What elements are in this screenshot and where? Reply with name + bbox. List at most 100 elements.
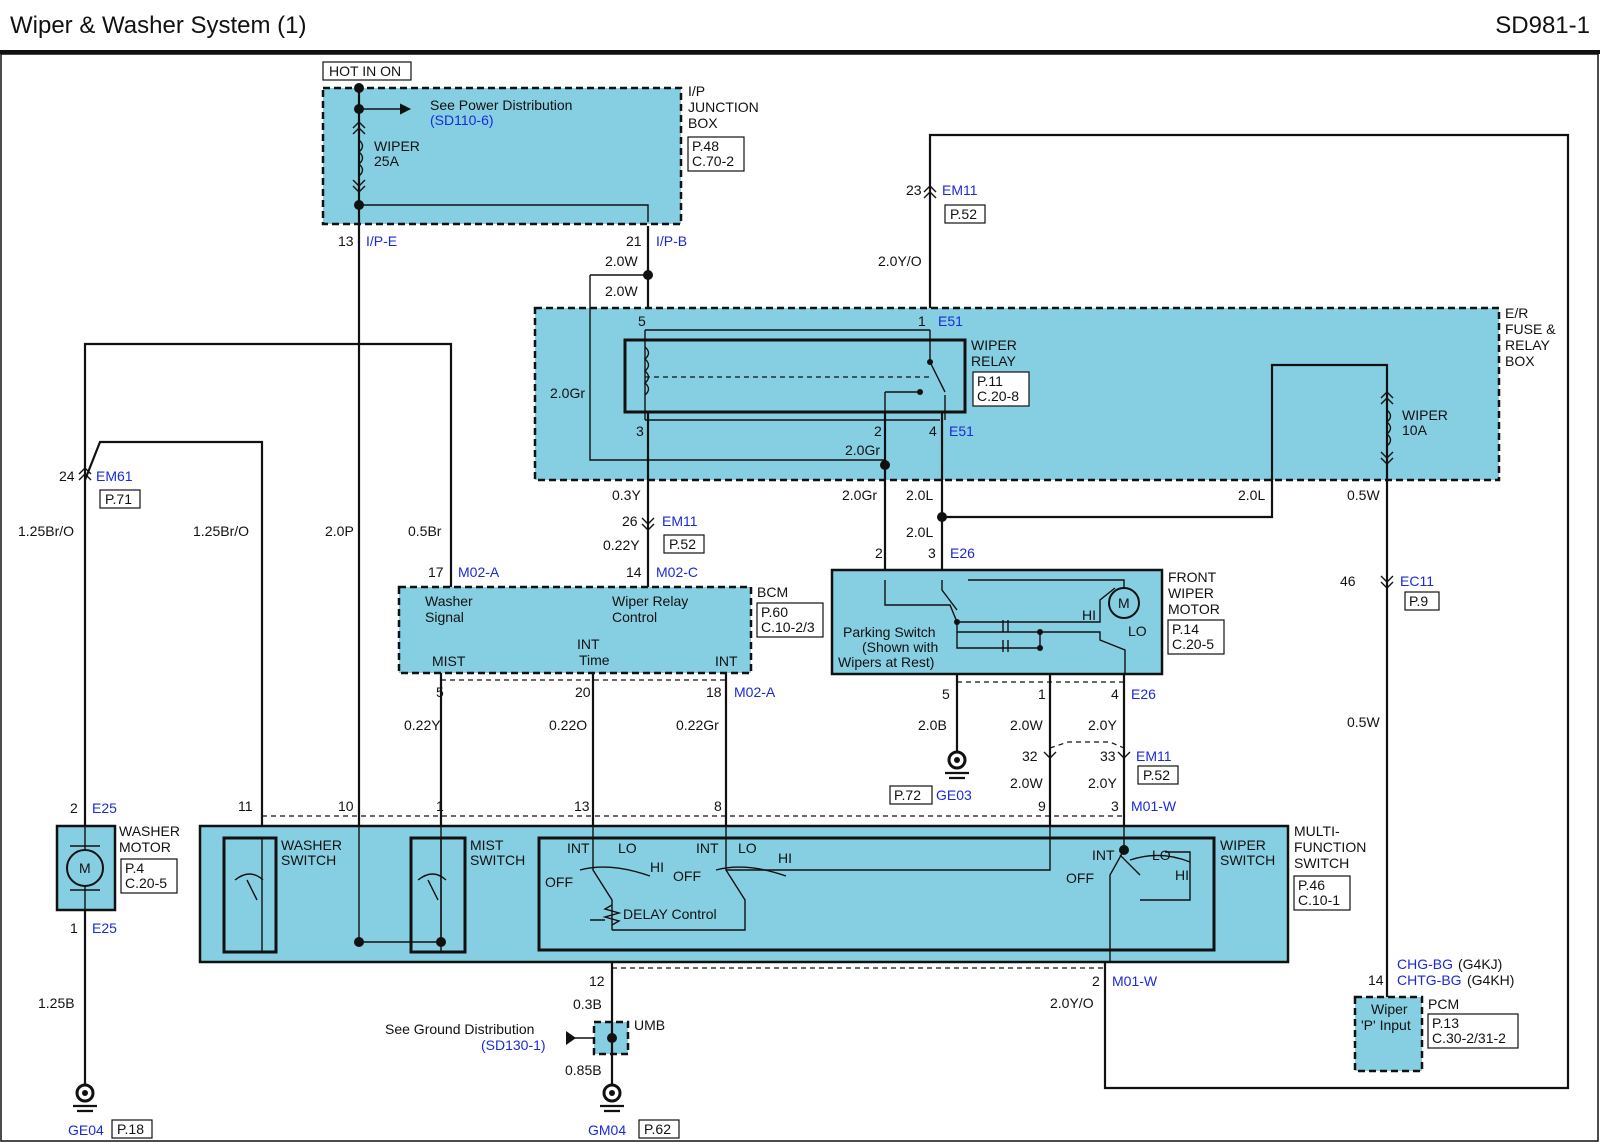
- wire-125bro-b: [83, 440, 264, 826]
- ipjb-bus-wire: [359, 204, 649, 222]
- ipjb-name-1: I/P: [688, 83, 705, 99]
- mist-switch-contact: [417, 838, 447, 952]
- mfs-name-1: MULTI-: [1294, 823, 1340, 839]
- delay-resistor-icon: [590, 904, 622, 926]
- mfs-pin-13: 13: [574, 798, 590, 814]
- motor-lo-label: LO: [1128, 623, 1147, 639]
- hi-label-c: HI: [1175, 867, 1189, 883]
- bcm-pin-18: 18: [706, 684, 722, 700]
- relay-name-1: WIPER: [971, 337, 1017, 353]
- relay-pin-1: 1: [918, 313, 926, 329]
- page-border: [0, 53, 1599, 1142]
- ground-gm04-icon: [600, 1083, 624, 1113]
- off-label-a: OFF: [545, 874, 573, 890]
- bcm-washer-signal-1: Washer: [425, 593, 473, 609]
- motor-pin-1: 1: [1038, 686, 1046, 702]
- wire-label-03y: 0.3Y: [612, 487, 641, 503]
- wire-label-05w-a: 0.5W: [1347, 487, 1380, 503]
- pcm-conn-b-variant: (G4KH): [1467, 972, 1514, 988]
- relay-coil-bus: [644, 329, 940, 421]
- pcm-ref-2: C.30-2/31-2: [1432, 1030, 1506, 1046]
- motor-pin-3: 3: [928, 545, 936, 561]
- motor-pin-2: 2: [875, 545, 883, 561]
- relay-pin-2: 2: [874, 423, 882, 439]
- bcm-ref-1: P.60: [761, 604, 788, 620]
- wiper-switch-name-1: WIPER: [1220, 837, 1266, 853]
- wire-05br: [83, 342, 453, 826]
- ge03-ref: P.72: [894, 787, 921, 803]
- bcm-mist-label: MIST: [432, 653, 466, 669]
- mfs-conn-m01w-bottom: M01-W: [1112, 973, 1158, 989]
- wire-label-03b: 0.3B: [573, 996, 602, 1012]
- fuse-10a-rating: 10A: [1402, 422, 1428, 438]
- connector-em11-low-icon: [1043, 751, 1131, 759]
- connector-em11-top-icon: [923, 185, 937, 199]
- wire-label-20p: 2.0P: [325, 523, 354, 539]
- er-box-name-2: FUSE &: [1505, 321, 1556, 337]
- washer-pin-2: 2: [70, 800, 78, 816]
- wire-20gr-left: [589, 274, 885, 461]
- wire-label-20yo-low: 2.0Y/O: [1050, 995, 1094, 1011]
- fuse-25a-terminals: [352, 121, 366, 193]
- mist-switch-name-2: SWITCH: [470, 852, 525, 868]
- wire-label-05w-b: 0.5W: [1347, 714, 1380, 730]
- bcm-box: [397, 585, 753, 675]
- ipjb-conn-ipb: I/P-B: [656, 233, 687, 249]
- wire-label-20w-c: 2.0W: [1010, 717, 1043, 733]
- em61-ref: P.71: [105, 491, 132, 507]
- bcm-conn-m02c: M02-C: [656, 564, 698, 580]
- mfs-ref-1: P.46: [1298, 877, 1325, 893]
- em61-conn: EM61: [96, 468, 133, 484]
- bcm-washer-signal-2: Signal: [425, 609, 464, 625]
- bcm-conn-m02a-top: M02-A: [458, 564, 500, 580]
- em11-low-ref: P.52: [1143, 767, 1170, 783]
- wire-label-022y-em: 0.22Y: [603, 537, 640, 553]
- wire-20yo-loop: [928, 133, 1570, 1090]
- washer-motor-ref-2: C.20-5: [125, 875, 167, 891]
- em11-low-conn: EM11: [1136, 748, 1172, 764]
- wire-label-20gr-mid: 2.0Gr: [845, 442, 880, 458]
- ipjb-ref-2: C.70-2: [692, 153, 734, 169]
- wire-label-022y: 0.22Y: [404, 717, 441, 733]
- delay-control-label: DELAY Control: [623, 906, 717, 922]
- em11-top-pin: 23: [906, 182, 922, 198]
- em11-low-pin-33: 33: [1100, 748, 1116, 764]
- relay-coil-icon: [643, 346, 650, 396]
- gm04-name: GM04: [588, 1122, 626, 1138]
- lo-label-c: LO: [1152, 847, 1171, 863]
- parking-switch-2: (Shown with: [862, 639, 938, 655]
- wiper-main-selector: [1109, 826, 1191, 962]
- mfs-name-2: FUNCTION: [1294, 839, 1366, 855]
- ge04-name: GE04: [68, 1122, 104, 1138]
- wire-label-125bro-a: 1.25Br/O: [18, 523, 74, 539]
- mfs-pin-2: 2: [1092, 973, 1100, 989]
- er-box-name-4: BOX: [1505, 353, 1535, 369]
- er-box-name-3: RELAY: [1505, 337, 1551, 353]
- wire-label-085b: 0.85B: [565, 1062, 602, 1078]
- wire-label-125b: 1.25B: [38, 995, 75, 1011]
- pcm-input-1: Wiper: [1371, 1001, 1408, 1017]
- mfs-name-3: SWITCH: [1294, 855, 1349, 871]
- bcm-relay-control-1: Wiper Relay: [612, 593, 688, 609]
- wire-label-20l-a: 2.0L: [906, 487, 933, 503]
- connector-em11-mid-icon: [641, 517, 655, 531]
- washer-motor-m-label: M: [79, 860, 91, 876]
- int-label-b: INT: [696, 840, 719, 856]
- bcm-relay-control-2: Control: [612, 609, 657, 625]
- em11-top-ref: P.52: [950, 206, 977, 222]
- washer-conn-e25-top: E25: [92, 800, 117, 816]
- wire-label-20y-b: 2.0Y: [1088, 775, 1117, 791]
- parking-switch-3: Wipers at Rest): [838, 654, 934, 670]
- bcm-pin-17: 17: [428, 564, 444, 580]
- see-ground-label: See Ground Distribution: [385, 1021, 534, 1037]
- ipjb-ref-1: P.48: [692, 138, 719, 154]
- motor-pin-5: 5: [942, 686, 950, 702]
- pcm-ref-1: P.13: [1432, 1015, 1459, 1031]
- mfs-pin-8: 8: [714, 798, 722, 814]
- pcm-box: [1353, 995, 1424, 1073]
- em11-mid-ref: P.52: [669, 536, 696, 552]
- mist-switch: [409, 836, 467, 954]
- washer-switch-contact: [234, 838, 264, 952]
- wiper-relay: [623, 338, 967, 414]
- ec11-conn: EC11: [1400, 573, 1434, 589]
